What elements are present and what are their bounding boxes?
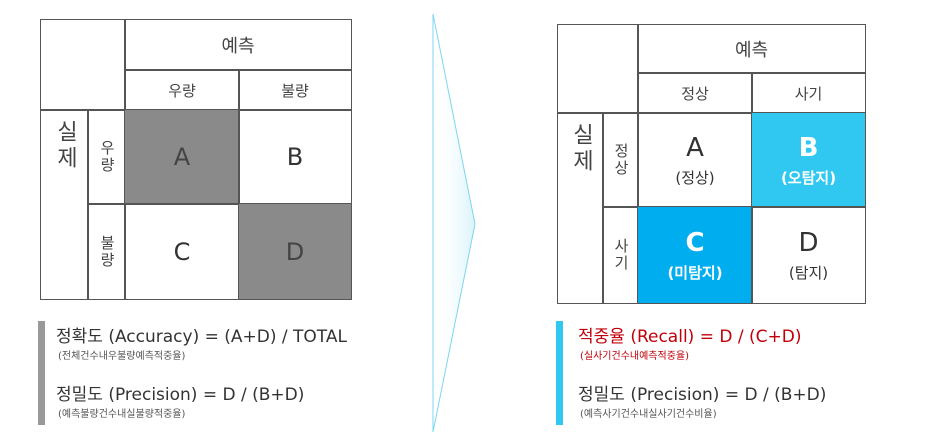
- right-cell-c-letter: C: [685, 227, 705, 258]
- right-cell-d-letter: D: [798, 227, 819, 258]
- left-formula-2-note: (예측불량건수내실불량적중율): [58, 409, 186, 420]
- left-corner-cell: [40, 19, 126, 111]
- right-cell-b-letter: B: [798, 132, 819, 163]
- right-actual-header: 실제: [568, 123, 594, 175]
- right-cell-c: C (미탐지): [637, 206, 753, 304]
- right-cell-a-sub: (정상): [675, 168, 715, 187]
- left-row-label-2: 불량: [98, 234, 116, 269]
- transition-arrow-icon: [432, 13, 476, 433]
- right-formula-1: 적중율 (Recall) = D / (C+D): [578, 327, 802, 347]
- right-formula-2-note: (예측사기건수내실사기건수비율): [580, 409, 717, 420]
- right-row-label-1: 정상: [612, 143, 630, 177]
- left-formula-bar: [38, 321, 45, 425]
- left-cell-a: A: [124, 109, 240, 205]
- left-col-label-1: 우량: [124, 69, 240, 111]
- left-row-label-1: 우량: [98, 140, 116, 174]
- left-cell-c: C: [124, 203, 240, 300]
- left-actual-header-cell: 실제: [40, 109, 89, 300]
- left-actual-header: 실제: [52, 120, 78, 172]
- right-cell-a-letter: A: [686, 132, 704, 163]
- right-formula-1-note: (실사기건수내예측적중율): [580, 351, 690, 362]
- right-cell-c-sub: (미탐지): [667, 263, 723, 282]
- right-cell-d: D (탐지): [751, 206, 866, 304]
- left-cell-d: D: [238, 203, 352, 300]
- left-row-label-2-cell: 불량: [87, 203, 126, 300]
- right-corner-cell: [557, 24, 639, 114]
- right-col-label-2: 사기: [751, 72, 866, 114]
- left-row-label-1-cell: 우량: [87, 109, 126, 205]
- right-row-label-2: 사기: [612, 238, 630, 272]
- left-col-label-2: 불량: [238, 69, 352, 111]
- right-cell-b: B (오탐지): [751, 112, 866, 208]
- right-actual-header-cell: 실제: [557, 112, 604, 304]
- right-row-label-1-cell: 정상: [602, 112, 639, 208]
- right-predicted-header: 예측: [637, 24, 866, 74]
- left-cell-b: B: [238, 109, 352, 205]
- right-cell-d-sub: (탐지): [788, 263, 829, 282]
- right-cell-b-sub: (오탐지): [780, 168, 837, 187]
- left-predicted-header: 예측: [124, 19, 352, 71]
- right-cell-a: A (정상): [637, 112, 753, 208]
- right-row-label-2-cell: 사기: [602, 206, 639, 304]
- right-col-label-1: 정상: [637, 72, 753, 114]
- right-formula-2: 정밀도 (Precision) = D / (B+D): [578, 385, 827, 405]
- left-formula-2: 정밀도 (Precision) = D / (B+D): [56, 385, 305, 405]
- left-formula-1: 정확도 (Accuracy) = (A+D) / TOTAL: [56, 327, 347, 347]
- left-formula-1-note: (전체건수내우불량예측적중율): [58, 351, 186, 362]
- right-formula-bar: [556, 321, 563, 425]
